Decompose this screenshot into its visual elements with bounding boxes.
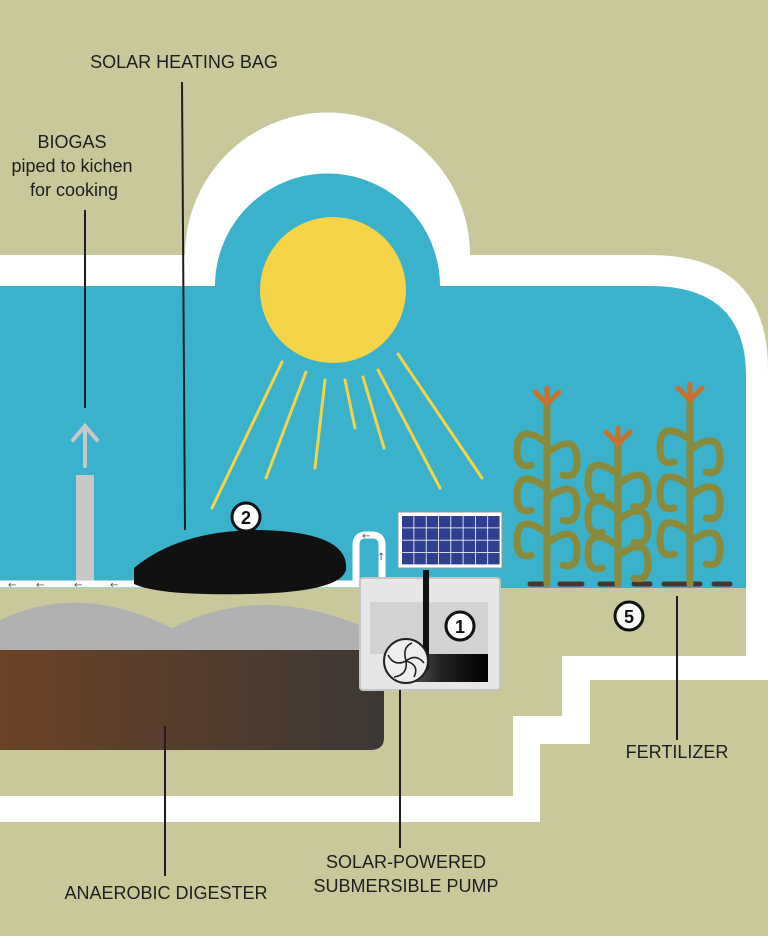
svg-text:SUBMERSIBLE PUMP: SUBMERSIBLE PUMP: [313, 876, 498, 896]
solar-panel-cell: [475, 516, 488, 528]
sun-rays: [210, 352, 484, 510]
marker-1: 1: [444, 610, 476, 642]
solar-panel-cell: [414, 516, 426, 528]
svg-text:2: 2: [241, 508, 251, 528]
anaerobic-digester-label: ANAEROBIC DIGESTER: [64, 883, 267, 903]
solar-panel-cell: [438, 516, 451, 528]
solar-panel-cell: [438, 528, 451, 540]
pump-icon: [383, 638, 429, 684]
svg-text:piped to kichen: piped to kichen: [11, 156, 132, 176]
marker-5: 5: [613, 600, 645, 632]
solar-panel-cell: [426, 540, 439, 553]
solar-panel-cell: [475, 540, 488, 553]
svg-text:←: ←: [36, 580, 44, 591]
solar-panel-cell: [414, 552, 426, 565]
solar-panel-cell: [402, 516, 414, 528]
sun-ray: [264, 370, 308, 480]
solar-panel-cell: [426, 528, 439, 540]
solar-panel-cell: [463, 540, 475, 553]
sky: [0, 173, 746, 588]
svg-text:BIOGAS: BIOGAS: [37, 132, 106, 152]
svg-text:←: ←: [362, 531, 370, 542]
svg-text:↑: ↑: [377, 552, 385, 563]
svg-text:5: 5: [624, 607, 634, 627]
sun-ray: [376, 368, 442, 490]
solar-heating-bag: [134, 530, 347, 595]
svg-text:1: 1: [455, 617, 465, 637]
solar-panel-cell: [438, 552, 451, 565]
solar-panel-cell: [451, 552, 463, 565]
svg-text:←: ←: [74, 580, 82, 591]
corn-plant-icon: [584, 425, 652, 588]
solar-panel-cell: [463, 552, 475, 565]
solar-panel-cell: [463, 528, 475, 540]
solar-panel-cell: [426, 516, 439, 528]
svg-text:for cooking: for cooking: [30, 180, 118, 200]
corn-plant-icon: [656, 381, 724, 588]
digester-dome: [0, 602, 366, 650]
sun-ray: [396, 352, 484, 480]
sun-ray: [343, 378, 357, 430]
leader-lines: [84, 81, 678, 876]
solar-panel-cell: [488, 516, 500, 528]
solar-panel-cell: [451, 540, 463, 553]
solar-heating-bag-label: SOLAR HEATING BAG: [90, 52, 278, 72]
biogas-outlet: [71, 422, 99, 587]
solar-panel-cell: [451, 528, 463, 540]
pump-tank: [359, 570, 501, 691]
svg-text:←: ←: [8, 580, 16, 591]
marker-2: 2: [230, 501, 262, 533]
digester-body: [0, 650, 384, 750]
solar-panel-cell: [463, 516, 475, 528]
biogas-label: BIOGAS piped to kichen for cooking: [11, 132, 132, 200]
solar-panel-icon: [397, 511, 503, 569]
fertilizer-label: FERTILIZER: [626, 742, 729, 762]
sun-ray: [313, 378, 327, 470]
solar-panel-cell: [438, 540, 451, 553]
solar-panel-cell: [475, 552, 488, 565]
svg-text:←: ←: [110, 580, 118, 591]
sun-ray: [361, 375, 386, 450]
solar-panel-cell: [402, 528, 414, 540]
pump-label: SOLAR-POWERED SUBMERSIBLE PUMP: [313, 852, 498, 896]
solar-panel-cell: [414, 528, 426, 540]
solar-panel-cell: [402, 552, 414, 565]
svg-text:SOLAR-POWERED: SOLAR-POWERED: [326, 852, 486, 872]
sun-icon: [260, 217, 406, 363]
corn-plant-icon: [513, 385, 581, 588]
solar-panel-cell: [475, 528, 488, 540]
sun-ray: [210, 360, 284, 510]
solar-panel-cell: [402, 540, 414, 553]
plants: [513, 381, 724, 588]
solar-panel-cell: [426, 552, 439, 565]
solar-panel-cell: [488, 540, 500, 553]
solar-panel-cell: [451, 516, 463, 528]
solar-panel-cell: [488, 552, 500, 565]
solar-panel-cell: [414, 540, 426, 553]
solar-panel-cell: [488, 528, 500, 540]
